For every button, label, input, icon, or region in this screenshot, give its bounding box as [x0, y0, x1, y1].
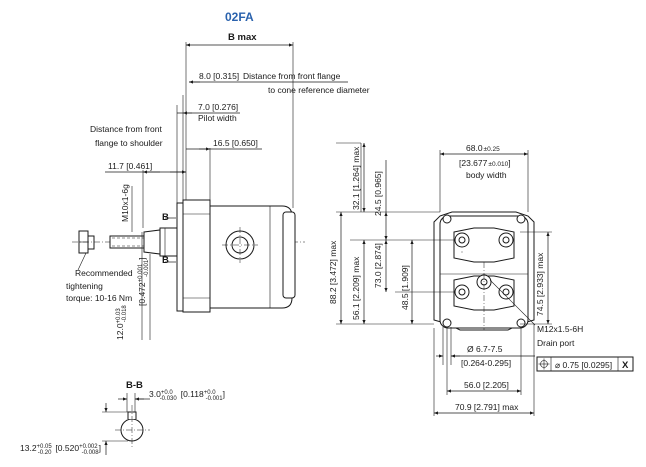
- drawing-title: 02FA: [225, 10, 254, 24]
- flange-value: 16.5 [0.650]: [213, 138, 258, 148]
- hole-diameter-inch: [0.264-0.295]: [461, 358, 511, 368]
- recommended-2: tightening: [66, 281, 103, 291]
- mount-hole-bottom-right: [516, 318, 526, 328]
- mount-hole-top-right: [516, 214, 526, 224]
- height-right-label: 74.5 [2.933] max: [535, 252, 545, 316]
- height-lower-label: 56.1 [2.209] max: [351, 256, 361, 320]
- upper-port: [453, 227, 515, 263]
- dist-cone-text-1: Distance from front flange: [243, 71, 341, 81]
- mount-hole-bottom-left: [442, 318, 452, 328]
- pump-body: [209, 205, 293, 309]
- recommended-3: torque: 10-16 Nm: [66, 293, 132, 303]
- shoulder-text-1: Distance from front: [90, 124, 162, 134]
- port-offset-label: 24.5 [0.965]: [373, 171, 383, 216]
- dist-cone-text-2: to cone reference diameter: [268, 85, 370, 95]
- b-max-label: B max: [228, 32, 257, 43]
- mount-hole-top-left: [442, 214, 452, 224]
- height-total-label: 88.2 [3.472] max: [328, 240, 338, 304]
- body-width-value: 68.0±0.25: [466, 143, 500, 153]
- section-title: B-B: [126, 380, 143, 391]
- body-width-text: body width: [466, 170, 507, 180]
- recommended-1: Recommended: [75, 268, 133, 278]
- drain-port-label: Drain port: [537, 338, 575, 348]
- shaft-cone: [143, 229, 161, 255]
- dist-cone-value: 8.0 [0.315]: [199, 71, 239, 81]
- side-view: B max 8.0 [0.315] Distance from front fl…: [66, 32, 370, 340]
- overall-width-label: 70.9 [2.791] max: [455, 402, 519, 412]
- pilot-width-value: 7.0 [0.276]: [198, 102, 238, 112]
- hole-spacing-label: 56.0 [2.205]: [464, 380, 509, 390]
- body-width-inch: [23.677±0.010]: [459, 158, 511, 168]
- port-spacing-label: 73.0 [2.874]: [373, 243, 383, 288]
- section-mark-top: B: [162, 212, 169, 223]
- position-symbol-icon: [538, 358, 550, 370]
- position-tolerance-value: ⌀ 0.75 [0.0295]: [555, 360, 612, 370]
- section-b-b: B-B 3.0+0.0-0.030[0.118+0.0-0.001] 13.2+…: [20, 380, 225, 456]
- shoulder-value: 11.7 [0.461]: [108, 161, 152, 171]
- taper-diameter-inch: [0.472+0.001-0.001]: [137, 257, 150, 306]
- taper-diameter: 12.0+0.03-0.018: [115, 305, 128, 340]
- thread-label: M10x1-6g: [120, 184, 130, 222]
- position-datum: X: [622, 360, 629, 371]
- key-depth-label: 13.2+0.05-0.20[0.520+0.002-0.008]: [20, 443, 101, 456]
- position-tolerance-frame: ⌀ 0.75 [0.0295] X: [536, 356, 634, 372]
- port-lower-label: 48.5 [1.909]: [400, 265, 410, 310]
- height-upper-label: 32.1 [1.264] max: [351, 146, 361, 210]
- lower-port: [453, 262, 515, 330]
- front-view: 68.0±0.25 [23.677±0.010] body width: [328, 142, 634, 416]
- shoulder-text-2: flange to shoulder: [95, 138, 163, 148]
- section-mark-bottom: B: [162, 255, 169, 266]
- diameter-symbol-icon: ⌀: [555, 360, 562, 370]
- key-width-label: 3.0+0.0-0.030[0.118+0.0-0.001]: [149, 389, 225, 402]
- pilot-width-text: Pilot width: [198, 113, 237, 123]
- hole-diameter-label: Ø 6.7-7.5: [467, 344, 503, 354]
- drain-thread-label: M12x1.5-6H: [537, 324, 583, 334]
